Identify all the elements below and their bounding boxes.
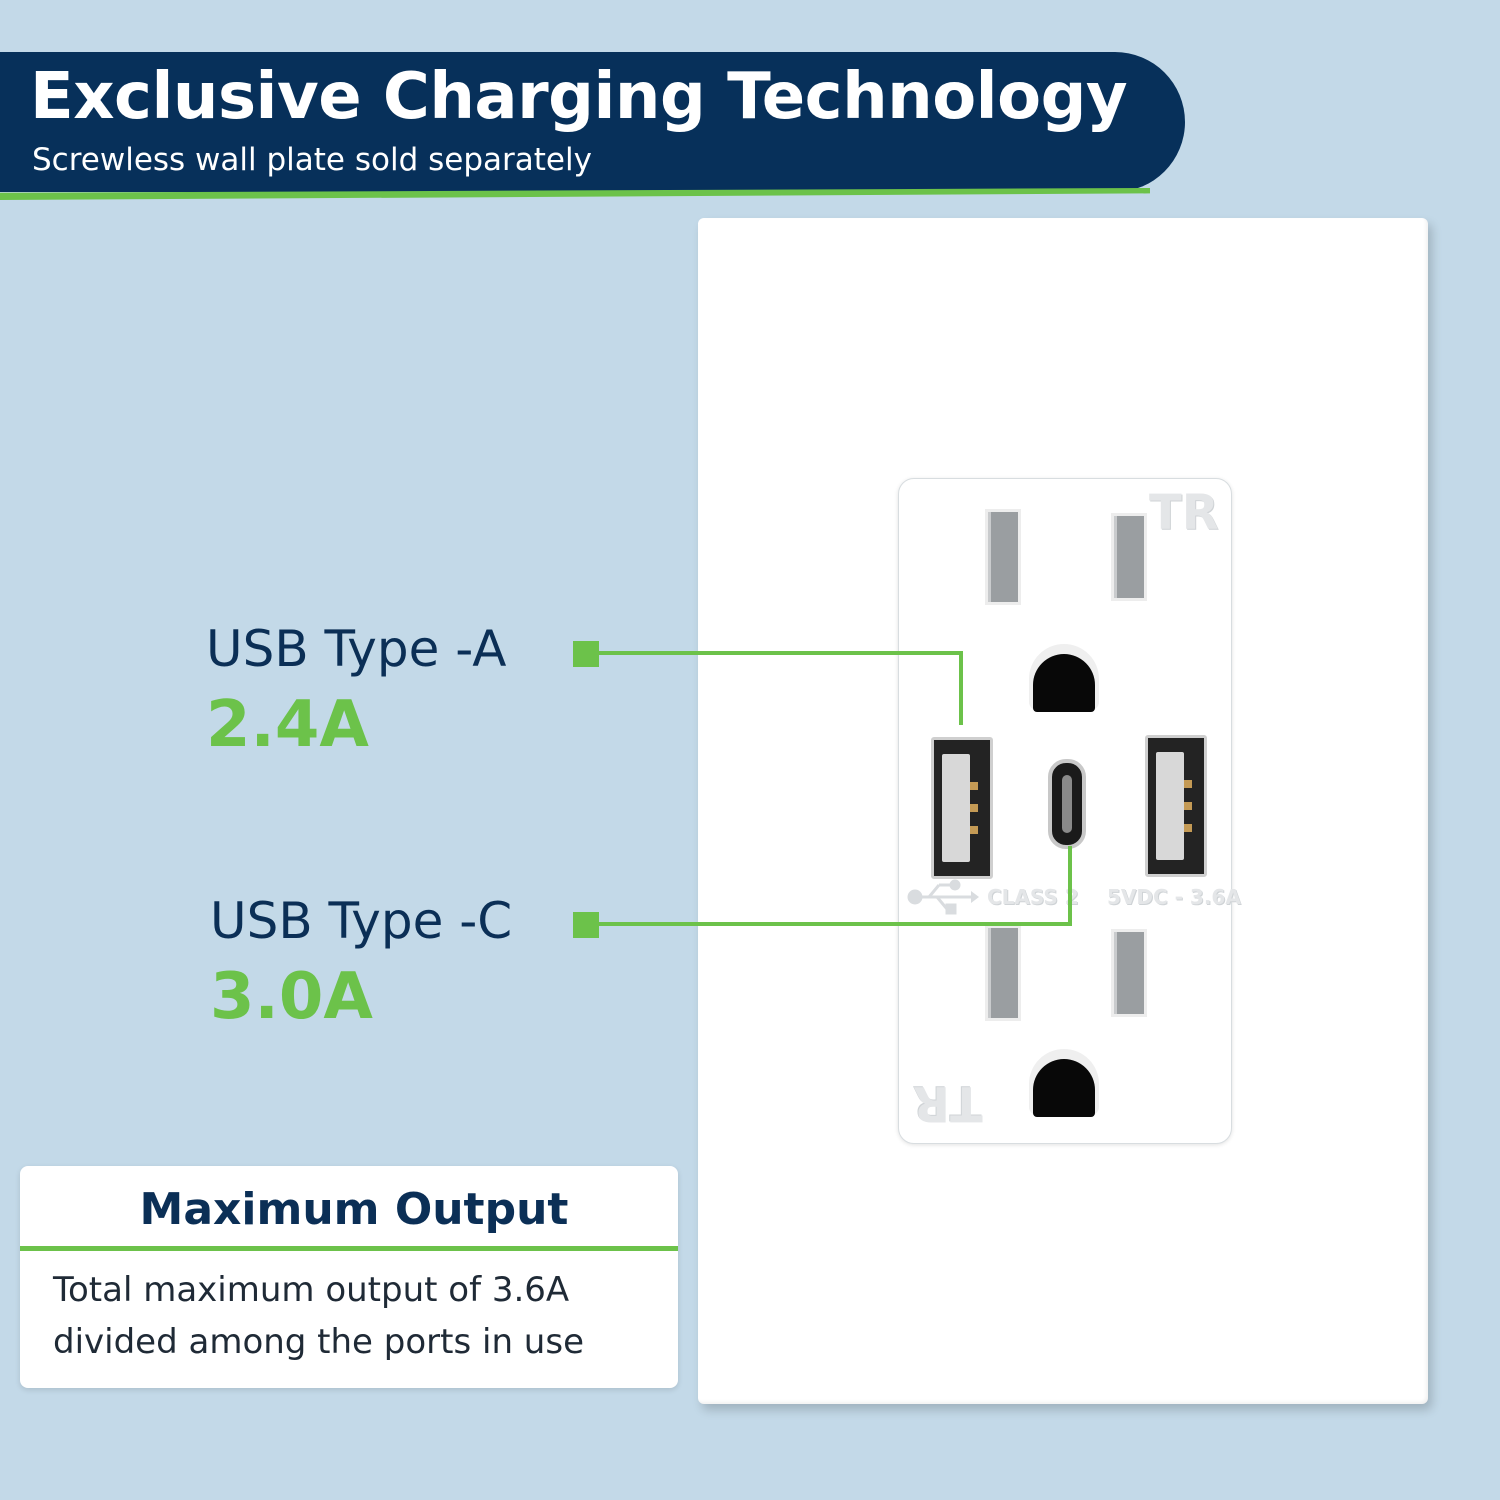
usb-c-callout-line-vertical [1068, 846, 1072, 926]
outlet-slot-top-right [1111, 513, 1147, 601]
usb-a-port-left [931, 737, 993, 879]
usb-icon [907, 879, 979, 915]
outlet-slot-bottom-left [985, 925, 1021, 1021]
usb-c-value: 3.0A [210, 960, 373, 1034]
rating-label: 5VDC - 3.6A [1107, 885, 1241, 909]
tr-mark-top: TR [1149, 485, 1219, 541]
max-output-divider [20, 1246, 678, 1251]
usb-a-label: USB Type -A [206, 620, 507, 678]
tr-mark-bottom: TR [913, 1075, 983, 1131]
usb-a-value: 2.4A [206, 688, 369, 762]
usb-a-callout-line [598, 651, 962, 655]
max-output-description: Total maximum output of 3.6A divided amo… [53, 1264, 673, 1368]
outlet-slot-bottom-right [1111, 929, 1147, 1017]
max-output-line-2: divided among the ports in use [53, 1322, 584, 1362]
usb-a-callout-marker [573, 641, 599, 667]
usb-c-label: USB Type -C [210, 892, 513, 950]
outlet-receptacle: TR CLASS 2 5VDC - 3.6A TR [898, 478, 1241, 1144]
usb-c-callout-marker [573, 912, 599, 938]
usb-c-callout-line [598, 922, 1072, 926]
max-output-line-1: Total maximum output of 3.6A [53, 1270, 570, 1310]
max-output-box: Maximum Output Total maximum output of 3… [20, 1166, 678, 1388]
usb-c-port [1048, 759, 1086, 849]
ground-hole-top [1033, 654, 1095, 712]
class-label: CLASS 2 [987, 885, 1079, 909]
ground-hole-bottom [1033, 1059, 1095, 1117]
header-banner [0, 52, 1185, 192]
usb-a-port-right [1145, 735, 1207, 877]
usb-a-callout-line-vertical [959, 651, 963, 725]
max-output-title: Maximum Output [139, 1184, 569, 1235]
outlet-slot-top-left [985, 509, 1021, 605]
page-title: Exclusive Charging Technology [30, 60, 1128, 134]
page-subtitle: Screwless wall plate sold separately [32, 142, 592, 178]
